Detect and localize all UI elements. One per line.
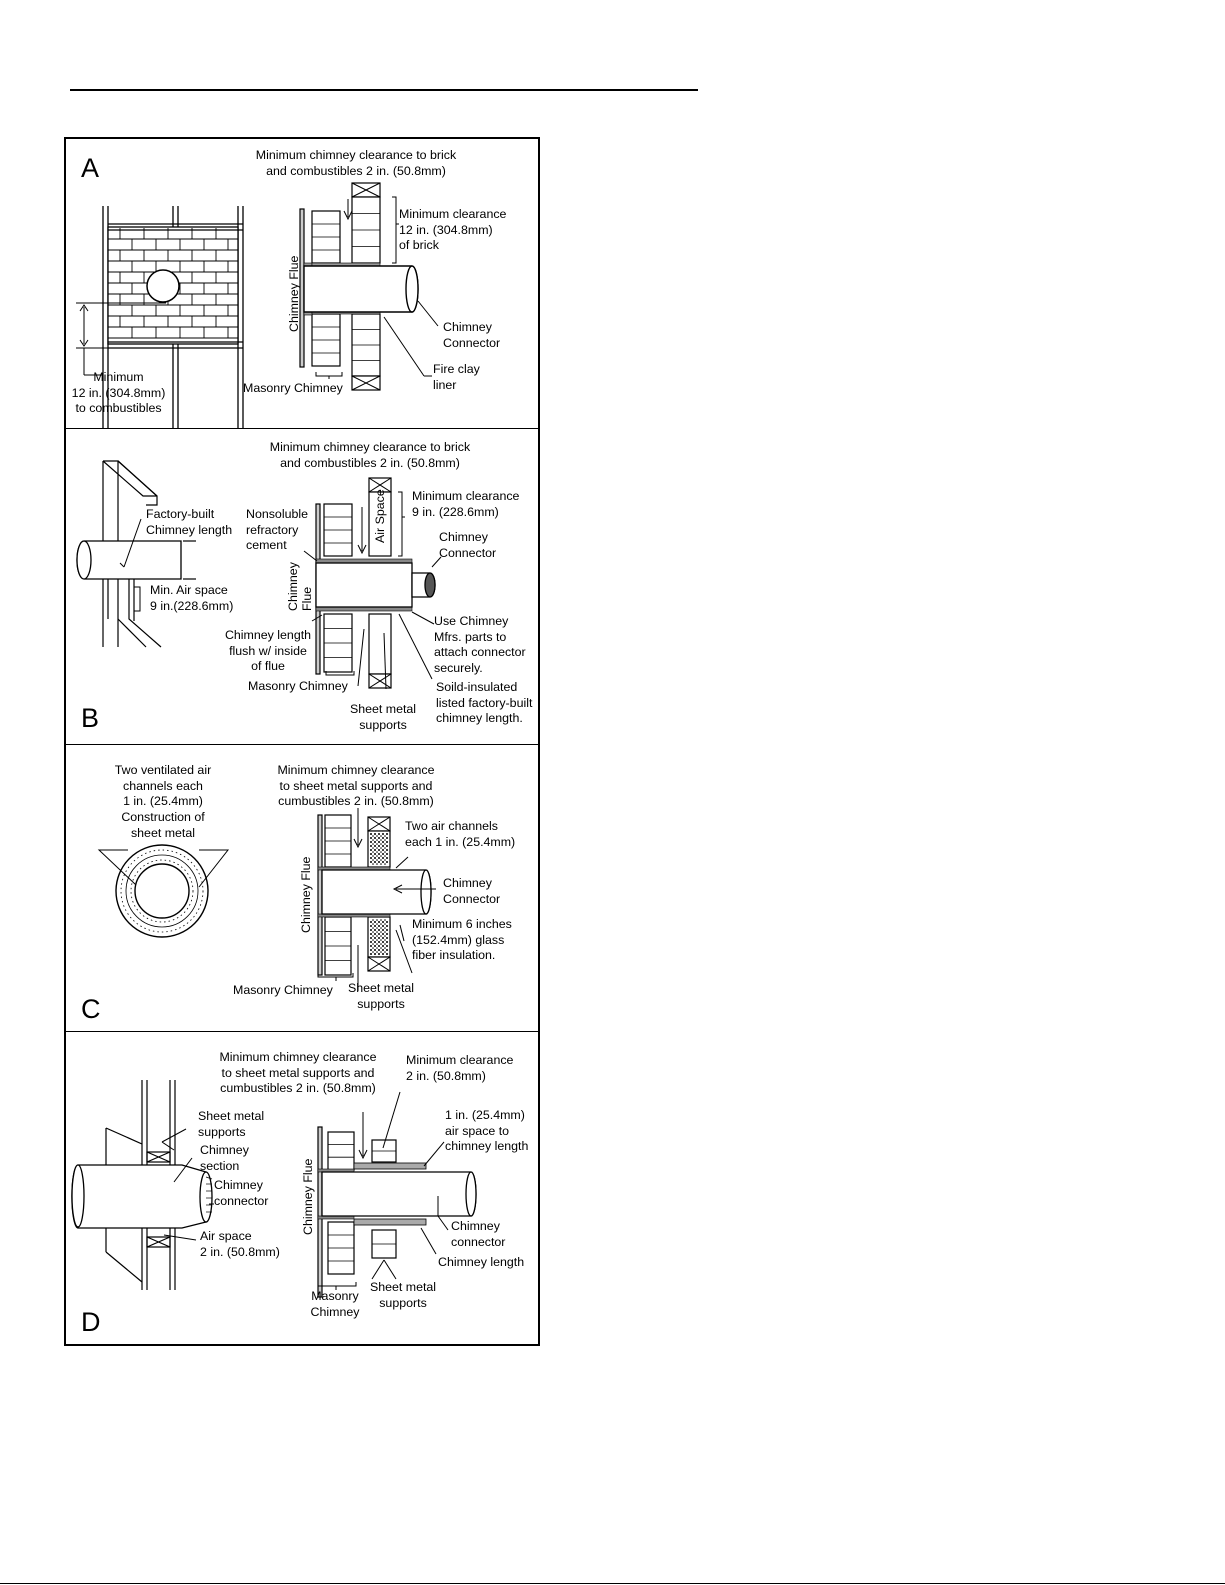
panel-divider xyxy=(66,428,538,429)
label-chimney-flue-d: Chimney Flue xyxy=(301,1158,315,1235)
panel-a-drawing xyxy=(76,182,439,429)
label-solid-insulated-b: Soild-insulated listed factory-built chi… xyxy=(436,680,533,726)
label-masonry-chimney-b: Masonry Chimney xyxy=(248,679,348,693)
label-two-ventilated-c: Two ventilated air channels each 1 in. (… xyxy=(114,763,212,840)
label-air-space-b: Air Space xyxy=(373,489,387,543)
label-clearance-brick-b: Minimum chimney clearance to brick and c… xyxy=(269,440,471,470)
label-masonry-chimney-a: Masonry Chimney xyxy=(243,381,343,395)
label-chimney-connector-right-d: Chimney connector xyxy=(451,1219,506,1249)
panel-c: C Two ventilated air channels each 1 in.… xyxy=(66,745,538,1032)
panel-letter-a: A xyxy=(81,153,100,183)
panel-divider xyxy=(66,744,538,745)
label-chimney-connector-c: Chimney Connector xyxy=(443,876,501,906)
panel-b: B Minimum chimney clearance to brick and… xyxy=(66,429,538,745)
panel-letter-b: B xyxy=(81,703,100,733)
label-chimney-connector-b: Chimney Connector xyxy=(439,530,497,560)
label-masonry-chimney-d: Masonry Chimney xyxy=(310,1289,360,1319)
label-chimney-flue-a: Chimney Flue xyxy=(287,255,301,332)
label-min-clearance-brick-a: Minimum clearance 12 in. (304.8mm) of br… xyxy=(399,207,507,253)
panel-c-drawing xyxy=(97,808,436,991)
label-nonsoluble-b: Nonsoluble refractory cement xyxy=(246,507,308,553)
label-one-inch-air-d: 1 in. (25.4mm) air space to chimney leng… xyxy=(445,1108,529,1154)
label-chimney-section-d: Chimney section xyxy=(200,1143,249,1173)
panel-letter-d: D xyxy=(81,1307,101,1337)
panel-letter-c: C xyxy=(81,994,101,1024)
label-chimney-flue-c: Chimney Flue xyxy=(299,856,313,933)
label-clearance-sheet-c: Minimum chimney clearance to sheet metal… xyxy=(277,763,435,809)
header-rule xyxy=(70,89,698,91)
label-chimney-length-d: Chimney length xyxy=(438,1255,525,1269)
label-sheet-metal-bottom-d: Sheet metal supports xyxy=(369,1280,437,1310)
label-masonry-chimney-c: Masonry Chimney xyxy=(233,983,333,997)
label-clearance-brick-a: Minimum chimney clearance to brick and c… xyxy=(255,148,457,178)
label-use-chimney-b: Use Chimney Mfrs. parts to attach connec… xyxy=(434,614,526,676)
label-sheet-metal-c: Sheet metal supports xyxy=(347,981,415,1011)
panel-b-drawing xyxy=(76,460,442,690)
label-fire-clay-liner-a: Fire clay liner xyxy=(433,362,480,392)
label-clearance-sheet-d: Minimum chimney clearance to sheet metal… xyxy=(219,1050,377,1096)
label-factory-built-b: Factory-built Chimney length xyxy=(146,507,233,537)
label-min-combustibles-a: Minimum 12 in. (304.8mm) to combustibles xyxy=(71,370,166,416)
panel-d: D Minimum chimney clearance to sheet met… xyxy=(66,1032,538,1344)
label-flush-b: Chimney length flush w/ inside of flue xyxy=(224,628,312,674)
label-sheet-metal-supports-d: Sheet metal supports xyxy=(198,1109,265,1139)
label-min-clearance-b: Minimum clearance 9 in. (228.6mm) xyxy=(412,489,520,519)
panel-d-drawing xyxy=(71,1080,477,1298)
chimney-clearance-figure: A Minimum chimney clearance to brick and… xyxy=(64,137,540,1346)
label-min-six-inches-c: Minimum 6 inches (152.4mm) glass fiber i… xyxy=(412,917,512,963)
label-min-clearance-d: Minimum clearance 2 in. (50.8mm) xyxy=(406,1053,514,1083)
label-sheet-metal-b: Sheet metal supports xyxy=(349,702,417,732)
label-min-air-space-b: Min. Air space 9 in.(228.6mm) xyxy=(150,583,234,613)
label-two-air-channels-c: Two air channels each 1 in. (25.4mm) xyxy=(405,819,516,849)
label-chimney-connector-a: Chimney Connector xyxy=(443,320,501,350)
panel-divider xyxy=(66,1031,538,1032)
label-chimney-flue-b: Chimney Flue xyxy=(286,562,314,611)
label-chimney-connector-left-d: Chimney connector xyxy=(214,1178,269,1208)
footer-rule xyxy=(0,1583,1225,1584)
label-air-space-d: Air space 2 in. (50.8mm) xyxy=(200,1229,280,1259)
